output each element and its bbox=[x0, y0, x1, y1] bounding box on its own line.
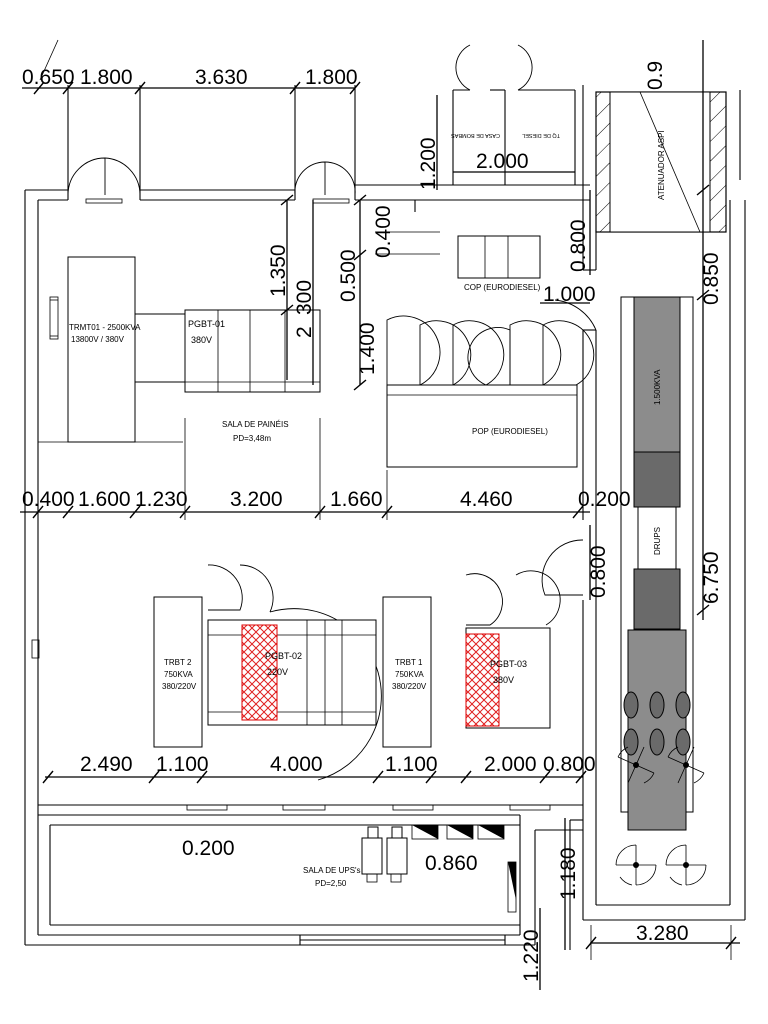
dimension-lines bbox=[20, 40, 740, 990]
pgbt01-label: PGBT-01 bbox=[188, 319, 225, 329]
dim-row1-3200: 3.200 bbox=[230, 488, 283, 511]
dim-h-2000-top: 2.000 bbox=[476, 150, 529, 173]
dim-row1-0400: 0.400 bbox=[22, 488, 75, 511]
pop-label: POP (EURODIESEL) bbox=[472, 427, 548, 436]
dim-b-3280: 3.280 bbox=[636, 922, 689, 945]
dim-v-300: 300 bbox=[293, 280, 316, 315]
dim-v-0800b: 0.800 bbox=[587, 545, 610, 598]
dim-row2-1100b: 1.100 bbox=[385, 753, 438, 776]
door-swings bbox=[67, 44, 597, 811]
dim-v-1350: 1.350 bbox=[267, 244, 290, 297]
dim-row2-4000: 4.000 bbox=[270, 753, 323, 776]
trmt01-label: TRMT01 - 2500KVA bbox=[69, 323, 141, 332]
pgbt03-voltage: 380V bbox=[493, 675, 514, 685]
dim-h-1000: 1.000 bbox=[543, 283, 596, 306]
genset-label: 1.500KVA bbox=[653, 369, 662, 405]
dim-row1-1230: 1.230 bbox=[135, 488, 188, 511]
atenuador-label: ATENUADOR ASPI bbox=[657, 130, 666, 200]
ups-equipment bbox=[361, 824, 517, 913]
casa-bombas-label: CASA DE BOMBAS bbox=[451, 132, 500, 138]
dim-row1-1600: 1.600 bbox=[78, 488, 131, 511]
dim-row2-1100a: 1.100 bbox=[156, 753, 209, 776]
pgbt02-voltage: 220V bbox=[267, 667, 288, 677]
dim-row1-0200: 0.200 bbox=[578, 488, 631, 511]
dim-row2-2490: 2.490 bbox=[80, 753, 133, 776]
trmt01-transformer bbox=[67, 256, 136, 443]
trbt2-power: 750KVA bbox=[164, 670, 193, 679]
dim-v-0500: 0.500 bbox=[337, 249, 360, 302]
pgbt02-panel bbox=[207, 619, 377, 726]
dim-v-1200: 1.200 bbox=[417, 137, 440, 190]
dim-row1-4460: 4.460 bbox=[460, 488, 513, 511]
pgbt01-panel bbox=[184, 309, 321, 393]
trbt2-voltage: 380/220V bbox=[162, 682, 197, 691]
pgbt03-label: PGBT-03 bbox=[490, 659, 527, 669]
trbt1-power: 750KVA bbox=[395, 670, 424, 679]
trbt1-transformer bbox=[382, 596, 432, 748]
dim-v-09: 0.9 bbox=[644, 61, 667, 90]
trmt01-voltage: 13800V / 380V bbox=[71, 335, 125, 344]
pgbt03-panel bbox=[465, 627, 551, 729]
dim-v-1180: 1.180 bbox=[557, 847, 580, 900]
dim-row2-0800: 0.800 bbox=[543, 753, 596, 776]
trbt2-label: TRBT 2 bbox=[164, 658, 192, 667]
drups-label: DRUPS bbox=[653, 527, 662, 555]
dim-v-6750: 6.750 bbox=[700, 551, 723, 604]
dim-row2-2000: 2.000 bbox=[484, 753, 537, 776]
dim-v-0400: 0.400 bbox=[372, 205, 395, 258]
trbt1-voltage: 380/220V bbox=[392, 682, 427, 691]
trbt2-transformer bbox=[153, 596, 203, 748]
wall-outlet-icon bbox=[31, 639, 40, 659]
cop-panel bbox=[457, 235, 541, 279]
pgbt02-label: PGBT-02 bbox=[265, 651, 302, 661]
dim-v-1220: 1.220 bbox=[520, 929, 543, 982]
trbt1-label: TRBT 1 bbox=[395, 658, 423, 667]
dim-v-2: 2 bbox=[293, 326, 316, 338]
dim-v-1400: 1.400 bbox=[356, 322, 379, 375]
dim-top-1800a: 1.800 bbox=[80, 66, 133, 89]
fan-icons bbox=[615, 746, 707, 886]
drups-generator bbox=[620, 296, 694, 831]
dim-top-3630: 3.630 bbox=[195, 66, 248, 89]
dim-b-0860: 0.860 bbox=[425, 852, 478, 875]
atenuador-attenuator bbox=[595, 91, 727, 233]
sala-paineis-label: SALA DE PAINÉIS bbox=[222, 420, 289, 429]
sala-ups-height: PD=2,50 bbox=[315, 879, 347, 888]
dim-b-0200: 0.200 bbox=[182, 837, 235, 860]
building-walls bbox=[24, 39, 746, 950]
dim-row1-1660: 1.660 bbox=[330, 488, 383, 511]
pop-panel bbox=[386, 315, 595, 468]
sala-paineis-height: PD=3,48m bbox=[233, 434, 271, 443]
cop-label: COP (EURODIESEL) bbox=[464, 283, 541, 292]
tq-diesel-label: TQ DE DIESEL bbox=[522, 132, 560, 138]
dim-top-1800b: 1.800 bbox=[305, 66, 358, 89]
dim-v-0850: 0.850 bbox=[700, 252, 723, 305]
dim-v-0800a: 0.800 bbox=[567, 219, 590, 272]
sala-ups-label: SALA DE UPS's bbox=[303, 866, 361, 875]
pgbt01-voltage: 380V bbox=[191, 335, 212, 345]
dim-top-0650: 0.650 bbox=[22, 66, 75, 89]
